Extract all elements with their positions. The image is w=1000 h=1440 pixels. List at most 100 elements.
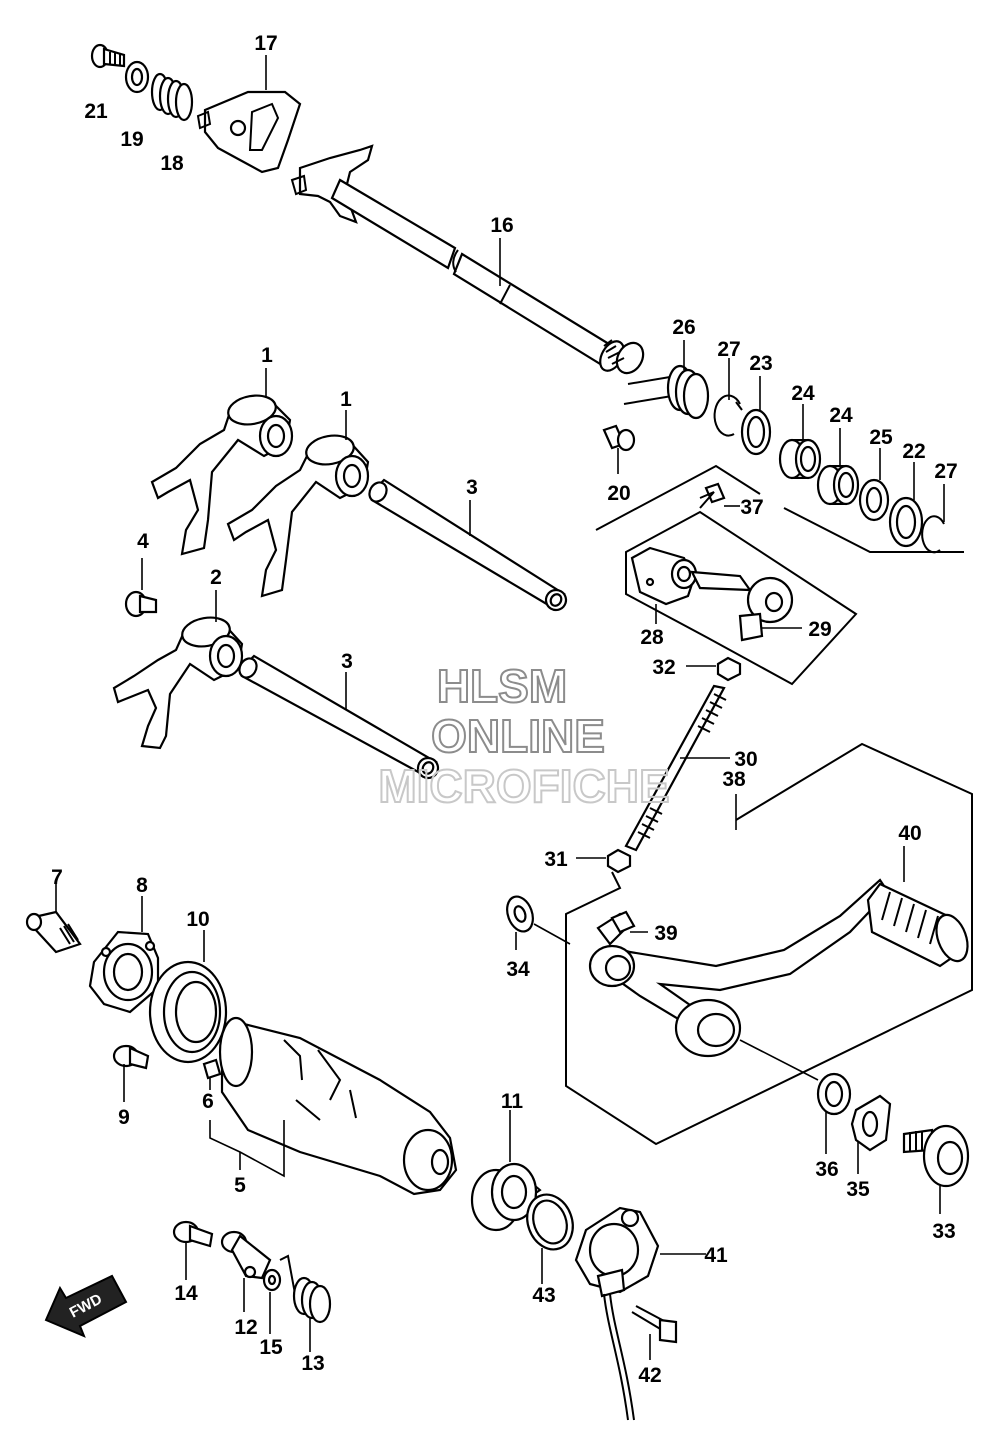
part-spring-18 bbox=[150, 72, 194, 122]
lever-assembly-box-28 bbox=[595, 464, 964, 686]
part-collar-25 bbox=[858, 478, 890, 522]
fwd-direction-arrow: FWD bbox=[44, 1274, 128, 1338]
callout-18: 18 bbox=[160, 152, 184, 175]
part-bearing-10 bbox=[148, 960, 228, 1064]
pedal-assembly-box-38 bbox=[565, 742, 973, 1146]
callout-36: 36 bbox=[815, 1158, 838, 1181]
part-shift-drum-5 bbox=[218, 1016, 458, 1196]
part-tie-rod-30 bbox=[624, 684, 727, 852]
callout-27a: 27 bbox=[717, 338, 740, 361]
arrow-down-left-icon bbox=[44, 1274, 128, 1338]
part-spring-26 bbox=[623, 364, 710, 420]
callout-3b: 3 bbox=[341, 650, 353, 673]
part-screw-21 bbox=[90, 43, 126, 69]
callout-2: 2 bbox=[210, 566, 222, 589]
part-shift-arm-28 bbox=[630, 546, 753, 606]
part-screw-14 bbox=[172, 1220, 214, 1248]
part-oil-seal-35 bbox=[850, 1094, 892, 1152]
callout-7: 7 bbox=[51, 866, 63, 889]
part-collar-36 bbox=[816, 1072, 852, 1116]
part-shift-fork-2 bbox=[112, 616, 244, 750]
part-needle-bearing-11 bbox=[470, 1162, 542, 1232]
callout-41: 41 bbox=[704, 1244, 728, 1267]
part-plate-17 bbox=[196, 90, 302, 174]
part-washer-34 bbox=[506, 895, 534, 933]
callout-26: 26 bbox=[672, 316, 695, 339]
callout-11: 11 bbox=[501, 1090, 524, 1113]
part-washer-15 bbox=[262, 1268, 282, 1292]
callout-40: 40 bbox=[898, 822, 921, 845]
part-bolt-39 bbox=[596, 910, 636, 946]
callout-10: 10 bbox=[186, 908, 209, 931]
part-pivot-bolt-33 bbox=[902, 1124, 970, 1188]
callout-35: 35 bbox=[846, 1178, 870, 1201]
part-gear-position-switch-41 bbox=[574, 1206, 660, 1421]
callout-16: 16 bbox=[490, 214, 513, 237]
part-bearing-24a bbox=[778, 438, 822, 480]
callout-5: 5 bbox=[234, 1174, 246, 1197]
part-stopper-lever-12 bbox=[220, 1230, 272, 1280]
part-washer-22 bbox=[888, 496, 924, 548]
callout-19: 19 bbox=[120, 128, 143, 151]
part-cam-plate-8 bbox=[88, 930, 160, 1014]
callout-24b: 24 bbox=[829, 404, 853, 427]
callout-38: 38 bbox=[722, 768, 746, 791]
part-ball-joint-29 bbox=[738, 576, 794, 642]
callout-14: 14 bbox=[174, 1282, 198, 1305]
part-shift-rod-3b bbox=[238, 654, 440, 780]
callout-21: 21 bbox=[84, 100, 108, 123]
callout-32: 32 bbox=[652, 656, 675, 679]
callout-24a: 24 bbox=[791, 382, 815, 405]
callout-25: 25 bbox=[869, 426, 893, 449]
part-gear-shift-pedal-40 bbox=[588, 878, 969, 1058]
part-circlip-27b bbox=[921, 515, 945, 554]
callout-3a: 3 bbox=[466, 476, 478, 499]
callout-37: 37 bbox=[740, 496, 763, 519]
callout-29: 29 bbox=[808, 618, 831, 641]
callout-39: 39 bbox=[654, 922, 677, 945]
callout-27b: 27 bbox=[934, 460, 957, 483]
part-o-ring-43 bbox=[526, 1193, 574, 1251]
callout-4: 4 bbox=[137, 530, 149, 553]
part-shift-fork-1a bbox=[150, 394, 294, 556]
callout-28: 28 bbox=[640, 626, 664, 649]
callout-8: 8 bbox=[136, 874, 148, 897]
callout-22: 22 bbox=[902, 440, 925, 463]
part-nut-31 bbox=[606, 848, 632, 874]
part-screw-4 bbox=[124, 590, 158, 618]
callout-34: 34 bbox=[506, 958, 530, 981]
callout-17: 17 bbox=[254, 32, 277, 55]
part-screw-9 bbox=[112, 1044, 150, 1070]
watermark-line-2: ONLINE bbox=[431, 710, 605, 762]
callout-23: 23 bbox=[749, 352, 772, 375]
part-dowel-pin-6 bbox=[202, 1058, 222, 1080]
callout-9: 9 bbox=[118, 1106, 130, 1129]
part-shift-shaft-16 bbox=[290, 144, 645, 375]
part-shift-fork-1b bbox=[226, 434, 370, 598]
part-nut-32 bbox=[716, 656, 742, 682]
watermark-line-3: MICROFICHE bbox=[378, 760, 669, 812]
part-washer-19 bbox=[124, 60, 150, 94]
part-bearing-24b bbox=[816, 464, 860, 506]
part-bolt-42 bbox=[631, 1305, 678, 1344]
part-spring-13 bbox=[279, 1254, 332, 1324]
callout-42: 42 bbox=[638, 1364, 661, 1387]
callout-20: 20 bbox=[607, 482, 630, 505]
callout-30: 30 bbox=[734, 748, 757, 771]
callout-31: 31 bbox=[544, 848, 568, 871]
part-circlip-27a bbox=[713, 394, 743, 437]
callout-1a: 1 bbox=[261, 344, 273, 367]
part-bolt-20 bbox=[602, 424, 636, 452]
callout-6: 6 bbox=[202, 1090, 214, 1113]
part-bolt-37 bbox=[699, 482, 726, 509]
part-shift-rod-3a bbox=[368, 478, 568, 612]
callout-15: 15 bbox=[259, 1336, 283, 1359]
callout-13: 13 bbox=[301, 1352, 324, 1375]
callout-12: 12 bbox=[234, 1316, 257, 1339]
callout-33: 33 bbox=[932, 1220, 955, 1243]
part-pin-7 bbox=[25, 910, 82, 954]
callout-43: 43 bbox=[532, 1284, 555, 1307]
watermark-line-1: HLSM bbox=[437, 660, 567, 712]
part-washer-23 bbox=[740, 408, 772, 456]
